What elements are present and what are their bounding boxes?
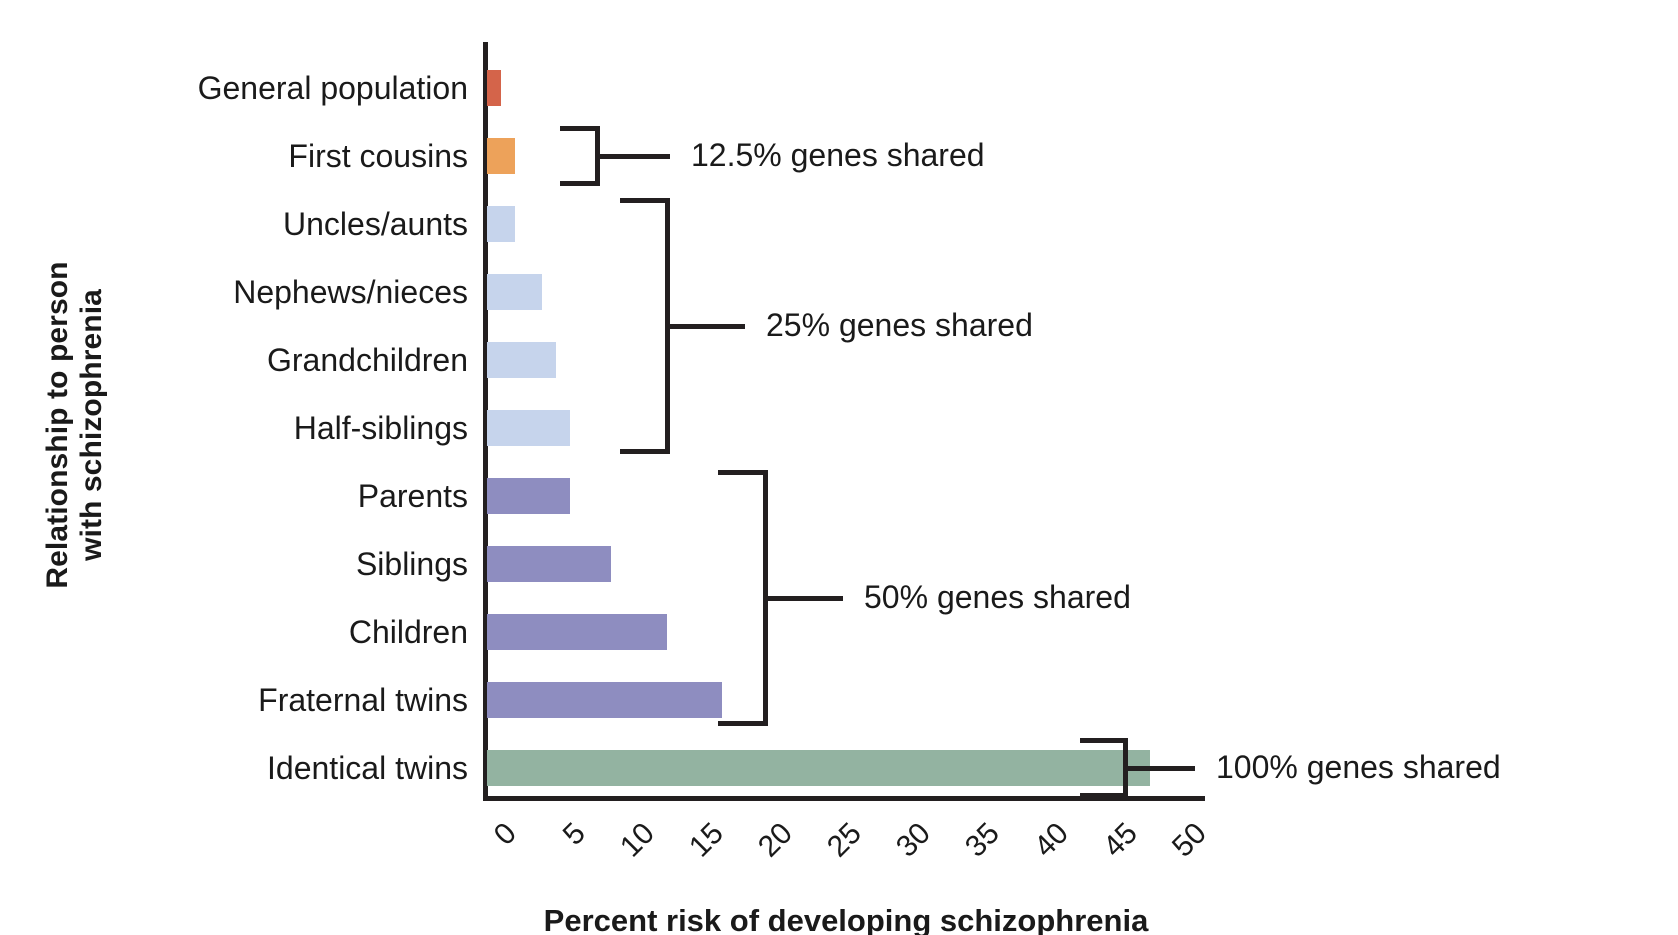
bracket-top-arm (718, 470, 768, 475)
bracket-50-genes-shared (718, 470, 848, 726)
category-label-children: Children (348, 614, 468, 650)
y-axis-line (483, 42, 488, 800)
category-label-parents: Parents (357, 478, 468, 514)
bracket-bottom-arm (620, 449, 670, 454)
category-label-siblings: Siblings (355, 546, 468, 582)
y-axis-title-line-1: Relationship to person (41, 261, 75, 589)
x-tick-label-0: 0 (487, 816, 523, 852)
y-axis-title: Relationship to person with schizophreni… (20, 105, 130, 745)
bracket-12-5-genes-shared (560, 126, 675, 186)
x-tick-label-15: 15 (683, 816, 731, 864)
bar-uncles-aunts (487, 206, 515, 242)
bar-nephews-nieces (487, 274, 543, 310)
category-label-fraternal-twins: Fraternal twins (258, 682, 468, 718)
bracket-label-12-5-genes-shared: 12.5% genes shared (691, 137, 985, 173)
x-tick-label-5: 5 (556, 816, 592, 852)
x-tick-label-25: 25 (821, 816, 869, 864)
x-tick-label-30: 30 (890, 816, 938, 864)
bracket-stem (595, 154, 670, 159)
y-axis-title-line-2: with schizophrenia (75, 289, 108, 561)
bar-parents (487, 478, 570, 514)
category-label-half-siblings: Half-siblings (293, 410, 468, 446)
category-label-identical-twins: Identical twins (267, 750, 468, 786)
x-tick-label-45: 45 (1097, 816, 1145, 864)
bar-siblings (487, 546, 612, 582)
bar-children (487, 614, 667, 650)
bar-grandchildren (487, 342, 557, 378)
bracket-bottom-arm (718, 721, 768, 726)
x-tick-label-35: 35 (959, 816, 1007, 864)
bracket-top-arm (560, 126, 600, 131)
bracket-25-genes-shared (620, 198, 750, 454)
bracket-bottom-arm (1080, 793, 1128, 798)
bracket-100-genes-shared (1080, 738, 1200, 798)
x-tick-label-10: 10 (614, 816, 661, 864)
bar-fraternal-twins (487, 682, 722, 718)
bracket-top-arm (620, 198, 670, 203)
category-label-general-population: General population (197, 70, 468, 106)
bracket-label-25-genes-shared: 25% genes shared (766, 307, 1033, 343)
x-tick-label-40: 40 (1028, 816, 1076, 864)
bar-half-siblings (487, 410, 570, 446)
bracket-label-50-genes-shared: 50% genes shared (864, 579, 1131, 615)
bar-general-population (487, 70, 501, 106)
category-label-nephews-nieces: Nephews/nieces (233, 274, 468, 310)
bracket-top-arm (1080, 738, 1128, 743)
category-label-grandchildren: Grandchildren (267, 342, 468, 378)
plot-area (483, 42, 1205, 801)
bar-first-cousins (487, 138, 515, 174)
bracket-label-100-genes-shared: 100% genes shared (1216, 749, 1501, 785)
bar-identical-twins (487, 750, 1150, 786)
x-axis-title: Percent risk of developing schizophrenia (543, 903, 1149, 935)
bracket-stem (665, 324, 745, 329)
category-label-first-cousins: First cousins (288, 138, 468, 174)
x-tick-label-50: 50 (1166, 816, 1214, 864)
category-label-uncles-aunts: Uncles/aunts (283, 206, 468, 242)
bracket-stem (1123, 766, 1195, 771)
bracket-stem (763, 596, 843, 601)
bracket-bottom-arm (560, 181, 600, 186)
x-axis-line (483, 796, 1205, 801)
x-tick-label-20: 20 (752, 816, 800, 864)
